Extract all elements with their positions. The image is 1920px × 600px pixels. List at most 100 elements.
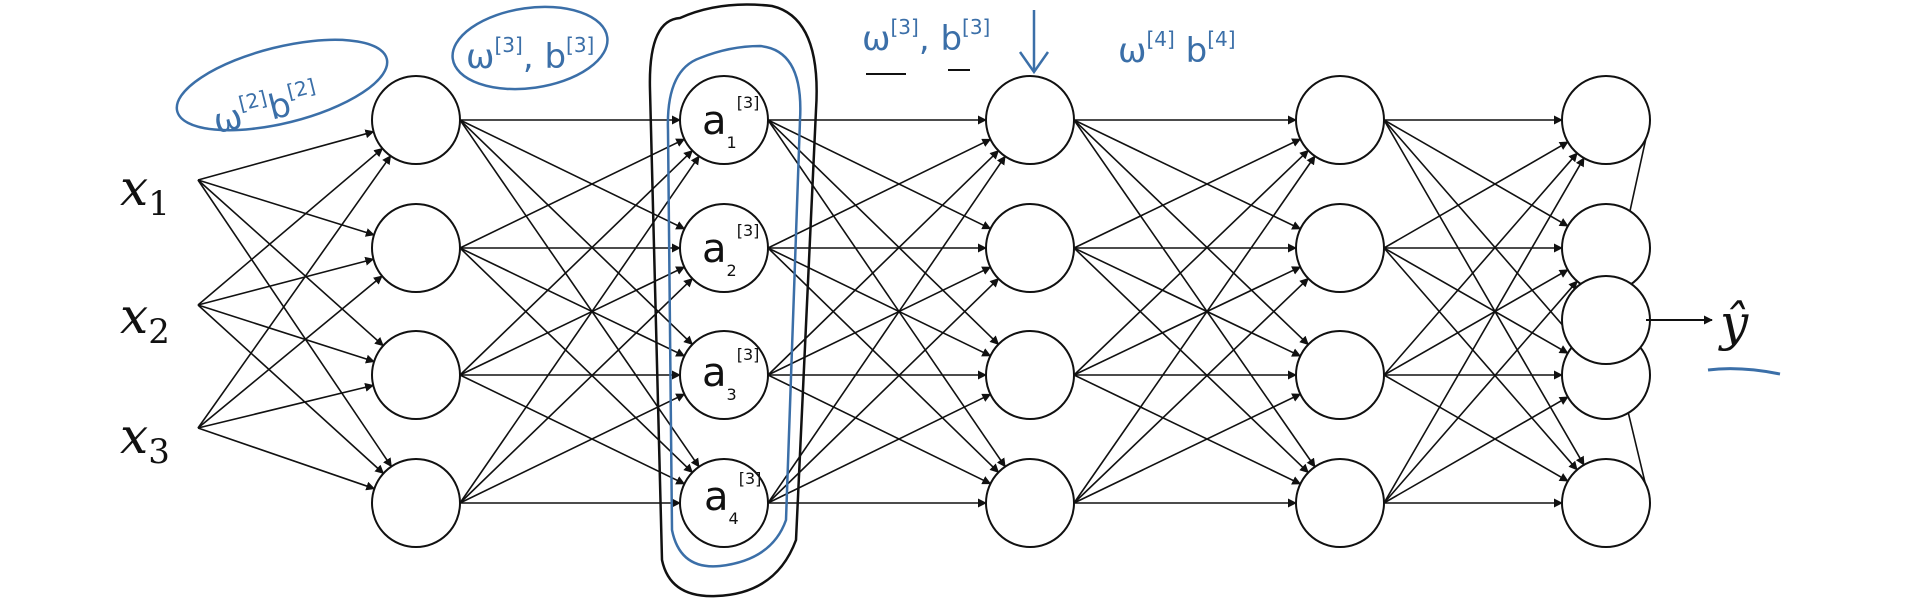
activation-a4: a4[3] — [704, 469, 761, 528]
edge-l2n3-to-l3n1 — [767, 150, 1000, 376]
layer4-node3 — [1295, 330, 1385, 420]
layer2-node2 — [679, 203, 769, 293]
edge-input3-to-l1n2 — [197, 275, 383, 429]
edge-input1-to-l1n4 — [197, 179, 393, 468]
edge-l2n1-to-l3n2 — [767, 119, 992, 230]
edge-l3n3-to-l4n4 — [1073, 374, 1302, 485]
input-label-x1: x1 — [120, 159, 170, 224]
layer5-node4 — [1561, 458, 1651, 548]
edge-l1n4-to-l2n1 — [459, 155, 700, 504]
output-underline — [1707, 367, 1781, 376]
annotation-oval-2 — [451, 5, 609, 91]
edge-l3n4-to-l4n2 — [1073, 277, 1309, 504]
layer1-node1 — [371, 75, 461, 165]
edge-l4n3-to-l5n1 — [1383, 152, 1578, 376]
edge-l1n1-to-l2n2 — [459, 119, 686, 230]
edge-l4n2-to-l5n3 — [1383, 247, 1569, 354]
edge-l2n4-to-l3n2 — [767, 278, 1000, 504]
edge-l4n2-to-l5n1 — [1383, 141, 1569, 249]
layer4-node2 — [1295, 203, 1385, 293]
layer2-node1 — [679, 75, 769, 165]
neuron-nodes — [371, 75, 1651, 548]
edge-l1n2-to-l2n4 — [459, 247, 693, 474]
activation-labels: a1[3] a2[3] a3[3] a4[3] — [702, 93, 761, 528]
layer1-node2 — [371, 203, 461, 293]
annotation-w4: ω[4] b[4] — [1118, 27, 1236, 71]
layer4-node1 — [1295, 75, 1385, 165]
edge-l4n2-to-l5n4 — [1383, 247, 1578, 471]
annotation-w1: ω[2]b[2] — [208, 74, 322, 143]
edge-l2n1-to-l3n4 — [767, 119, 1006, 468]
edge-l4n1-to-l5n4 — [1383, 119, 1585, 466]
edge-l4n4-to-l5n2 — [1383, 280, 1578, 504]
edge-input3-to-l1n4 — [197, 427, 376, 491]
edge-l2n2-to-l3n4 — [767, 247, 1000, 473]
edge-l3n4-to-l4n3 — [1073, 393, 1302, 504]
layer3-blue-outline — [666, 44, 802, 568]
layer3-node3 — [985, 330, 1075, 420]
edge-l2n4-to-l3n1 — [767, 155, 1006, 504]
edge-l3n4-to-l4n1 — [1073, 155, 1316, 504]
annotation-w2: ω[3], b[3] — [466, 33, 594, 77]
edge-l1n2-to-l2n3 — [459, 247, 686, 357]
input-labels: x1 x2 x3 — [120, 159, 170, 472]
edge-input2-to-l1n1 — [197, 147, 384, 306]
output-group: ŷ — [1646, 294, 1781, 376]
input-label-x2: x2 — [120, 287, 170, 352]
edge-l4n1-to-l5n3 — [1383, 119, 1578, 343]
input-label-x3: x3 — [120, 407, 170, 472]
edge-l3n2-to-l4n3 — [1073, 247, 1302, 357]
layer4-node4 — [1295, 458, 1385, 548]
edge-input2-to-l1n2 — [197, 256, 375, 306]
edge-l1n4-to-l2n2 — [459, 277, 693, 504]
edge-l3n1-to-l4n3 — [1073, 119, 1309, 346]
edge-l3n1-to-l4n2 — [1073, 119, 1302, 230]
edge-input1-to-l1n3 — [197, 179, 384, 347]
edge-l2n2-to-l3n3 — [767, 247, 992, 357]
edge-l4n3-to-l5n4 — [1383, 374, 1569, 482]
activation-a2: a2[3] — [702, 221, 759, 280]
edge-l3n3-to-l4n2 — [1073, 266, 1302, 376]
output-node — [1561, 275, 1651, 365]
layer1-node3 — [371, 330, 461, 420]
edge-l1n2-to-l2n1 — [459, 138, 686, 249]
edge-input2-to-l1n4 — [197, 304, 385, 475]
layer3-node4 — [985, 458, 1075, 548]
edge-l4n3-to-l5n2 — [1383, 269, 1569, 376]
edge-l3n2-to-l4n4 — [1073, 247, 1309, 474]
connection-edges — [197, 115, 1651, 508]
edge-input2-to-l1n3 — [197, 304, 375, 364]
edge-l3n3-to-l4n1 — [1073, 149, 1309, 376]
edge-input1-to-l1n1 — [197, 129, 375, 181]
edge-l2n1-to-l3n3 — [767, 119, 1000, 345]
annotation-arrow-down-head — [1018, 51, 1050, 75]
activation-a3: a3[3] — [702, 345, 759, 404]
edge-l1n3-to-l2n2 — [459, 266, 686, 376]
edge-l2n4-to-l3n3 — [767, 393, 992, 504]
layer1-node4 — [371, 458, 461, 548]
annotation-oval-1 — [175, 38, 389, 132]
layer3-node1 — [985, 75, 1075, 165]
layer2-node3 — [679, 330, 769, 420]
edge-l4n4-to-l5n3 — [1383, 396, 1569, 504]
activation-a1: a1[3] — [702, 93, 759, 152]
output-label-y-hat: ŷ — [1718, 294, 1749, 352]
layer3-node2 — [985, 203, 1075, 293]
layer5-node1 — [1561, 75, 1651, 165]
edge-l2n3-to-l3n4 — [767, 374, 992, 485]
edge-l1n4-to-l2n3 — [459, 393, 686, 504]
layer3-black-outline — [648, 3, 818, 598]
edge-l1n1-to-l2n4 — [459, 119, 700, 468]
edge-input3-to-l1n1 — [197, 155, 392, 429]
edge-input3-to-l1n3 — [197, 382, 375, 429]
edge-l4n1-to-l5n2 — [1383, 119, 1569, 227]
edge-l3n2-to-l4n1 — [1073, 138, 1302, 249]
layer3-highlight — [648, 3, 818, 598]
edge-l1n1-to-l2n3 — [459, 119, 693, 346]
layer2-node4 — [679, 458, 769, 548]
edge-l3n1-to-l4n4 — [1073, 119, 1316, 468]
edge-l2n2-to-l3n1 — [767, 138, 992, 249]
annotation-w3: ω[3], b[3] — [862, 15, 990, 59]
edge-input1-to-l1n2 — [197, 179, 375, 237]
